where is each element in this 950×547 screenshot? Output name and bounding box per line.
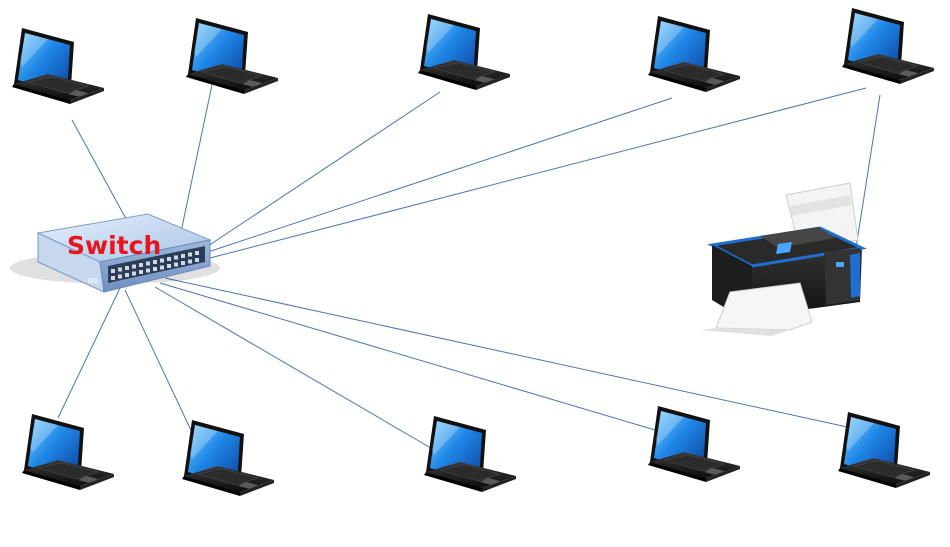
- cable-bottom-4: [159, 282, 683, 439]
- cable-top-2: [177, 84, 213, 247]
- cable-top-5: [209, 87, 867, 259]
- network-switch-icon: Switch: [10, 213, 220, 293]
- laptop-icon: [647, 15, 741, 93]
- laptop-icon: [185, 17, 279, 95]
- cables: [57, 84, 881, 459]
- cable-bottom-5: [164, 277, 871, 433]
- laptop-icon: [21, 413, 115, 491]
- laptop-icon: [841, 7, 935, 85]
- cable-bottom-1: [57, 287, 121, 419]
- laptop-icon: [11, 27, 105, 105]
- laptop-icon: [417, 13, 511, 91]
- laptop-icon: [181, 419, 275, 497]
- laptop-icon: [837, 411, 931, 489]
- laptop-icon: [423, 415, 517, 493]
- switch-label: Switch: [67, 231, 161, 260]
- cable-top-3: [204, 91, 441, 249]
- cable-top-4: [207, 97, 673, 253]
- cable-bottom-3: [154, 286, 449, 459]
- laptop-icon: [647, 405, 741, 483]
- printer-icon: [700, 182, 867, 336]
- cable-printer: [855, 94, 881, 249]
